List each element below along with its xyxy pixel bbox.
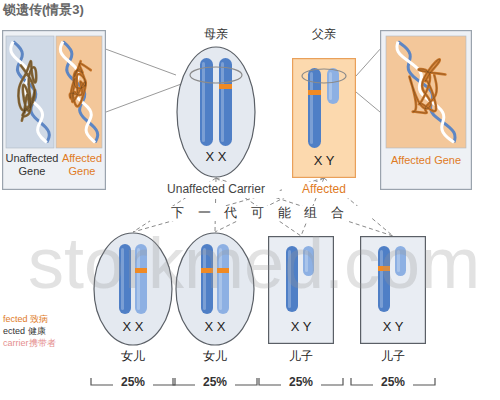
probability: 25% <box>195 376 235 390</box>
protein-illustration <box>386 36 466 148</box>
child-label: 女儿 <box>175 350 255 364</box>
chromosome-label: X X <box>175 320 255 335</box>
chromosome <box>378 246 390 312</box>
chromosome-label: X X <box>93 320 173 335</box>
probability: 25% <box>281 376 321 390</box>
gene-image-box: Affected Gene <box>380 30 472 190</box>
gene-label: Affected Gene <box>384 154 468 167</box>
chromosome <box>303 246 314 276</box>
chromosome <box>217 244 229 314</box>
chromosome <box>201 244 213 314</box>
chromosome <box>119 244 131 314</box>
chromosome <box>327 68 339 104</box>
legend-note: carrier携带者 <box>3 338 56 348</box>
probability: 25% <box>113 376 153 390</box>
chromosome-label: X Y <box>360 320 426 335</box>
status-caption: Affected <box>282 182 366 198</box>
chromosome-label: X Y <box>268 320 334 335</box>
zoom-lens <box>302 69 346 83</box>
zoom-line <box>106 49 176 75</box>
chromosome <box>395 246 406 276</box>
zoom-lens <box>190 67 242 83</box>
father-cell: 父亲X YAffected <box>292 58 356 178</box>
chromosome-label: X Y <box>292 154 356 169</box>
gene-image-box: Unaffected GeneAffected Gene <box>2 30 106 190</box>
chromosome-label: X X <box>176 150 256 165</box>
protein-illustration <box>56 36 102 148</box>
probability: 25% <box>373 376 413 390</box>
parent-heading: 父亲 <box>292 28 356 42</box>
chromosome <box>219 58 232 146</box>
daughter-cell: X X女儿 <box>175 232 255 346</box>
chromosome <box>135 244 147 314</box>
gene-label: Unaffected Gene <box>4 152 60 177</box>
mother-cell: 母亲X XUnaffected Carrier <box>176 46 256 178</box>
parent-heading: 母亲 <box>176 28 256 42</box>
zoom-line <box>356 49 380 76</box>
daughter-cell: X X女儿 <box>93 232 173 346</box>
child-label: 儿子 <box>360 350 426 364</box>
legend-note: ected 健康 <box>3 326 46 336</box>
gene-label: Affected Gene <box>59 152 105 177</box>
section-heading: 下 一 代 可 能 组 合 <box>150 206 370 221</box>
title: 锁遗传(情景3) <box>3 3 84 18</box>
protein-illustration <box>6 36 54 148</box>
son-cell: X Y儿子 <box>360 236 426 344</box>
chromosome <box>308 68 321 148</box>
son-cell: X Y儿子 <box>268 236 334 344</box>
child-label: 儿子 <box>268 350 334 364</box>
chromosome <box>200 58 213 146</box>
chromosome <box>286 246 298 312</box>
legend-note: fected 致病 <box>3 314 48 324</box>
child-label: 女儿 <box>93 350 173 364</box>
status-caption: Unaffected Carrier <box>154 182 278 198</box>
